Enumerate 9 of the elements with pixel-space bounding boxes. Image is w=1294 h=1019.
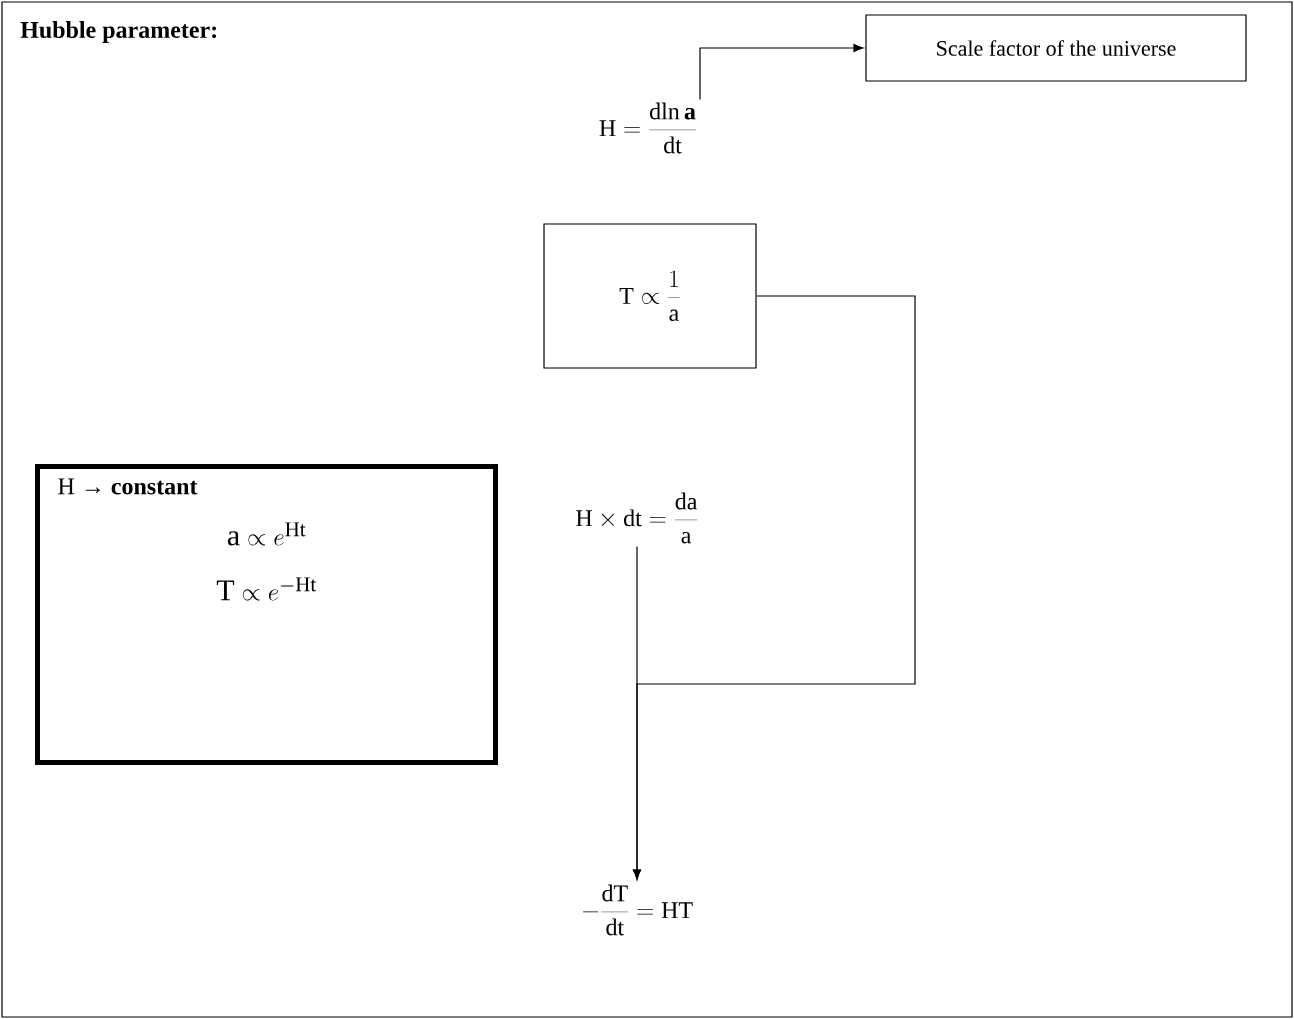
text-box: $\mathrm{T} \propto \frac{1}{\mathrm{a}}$	[543, 223, 757, 369]
constant-h-box: H → constant $\mathrm{a} \propto e^{\mathrm{Ht}}$ $\mathrm{T} \propto e^{-\mathrm{Ht}}$	[35, 464, 498, 765]
formula: $\mathrm{H} = \frac{\mathrm{dln}\,\mathbf{a}}{\mathrm{dt}}$	[599, 102, 696, 154]
arrow	[632, 546, 642, 880]
formula: $-\frac{\mathrm{dT}}{\mathrm{dt}} = \mathrm{HT}$	[583, 884, 693, 936]
text-box: Scale factor of the universe	[865, 14, 1247, 82]
title: Hubble parameter:	[20, 21, 217, 43]
arrow	[699, 43, 864, 100]
formula: $\mathrm{H} \times \mathrm{dt} = \frac{\mathrm{da}}{\mathrm{a}}$	[576, 492, 698, 544]
